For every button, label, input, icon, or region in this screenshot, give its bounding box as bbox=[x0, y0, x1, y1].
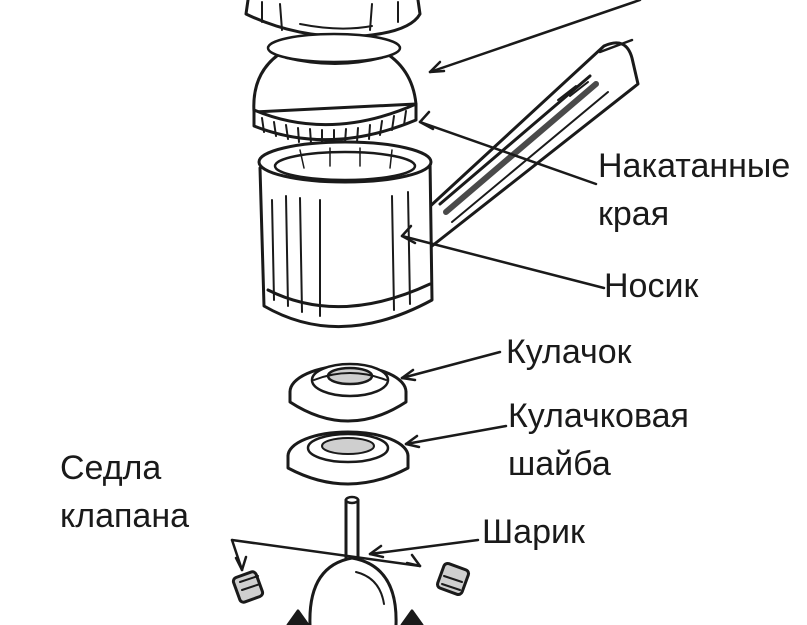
top-cap bbox=[244, 0, 422, 38]
label-ball: Шарик bbox=[482, 513, 585, 551]
label-cam: Кулачок bbox=[506, 333, 632, 371]
cam-washer-part bbox=[286, 430, 410, 486]
label-valve-seats-line2: клапана bbox=[60, 497, 190, 535]
dome-cap bbox=[252, 32, 418, 145]
label-cam-washer-line1: Кулачковая bbox=[508, 397, 689, 435]
valve-body bbox=[257, 140, 434, 328]
label-valve-seats-line1: Седла bbox=[60, 449, 162, 487]
label-knurled-edges-line1: Накатанные bbox=[598, 147, 791, 185]
label-spout: Носик bbox=[604, 267, 699, 305]
valve-seats-parts bbox=[231, 561, 471, 625]
handle-lever bbox=[424, 38, 640, 248]
leader-lines bbox=[230, 0, 642, 572]
label-knurled-edges-line2: края bbox=[598, 195, 670, 233]
label-cam-washer-line2: шайба bbox=[508, 445, 611, 483]
cam-part bbox=[288, 362, 408, 423]
